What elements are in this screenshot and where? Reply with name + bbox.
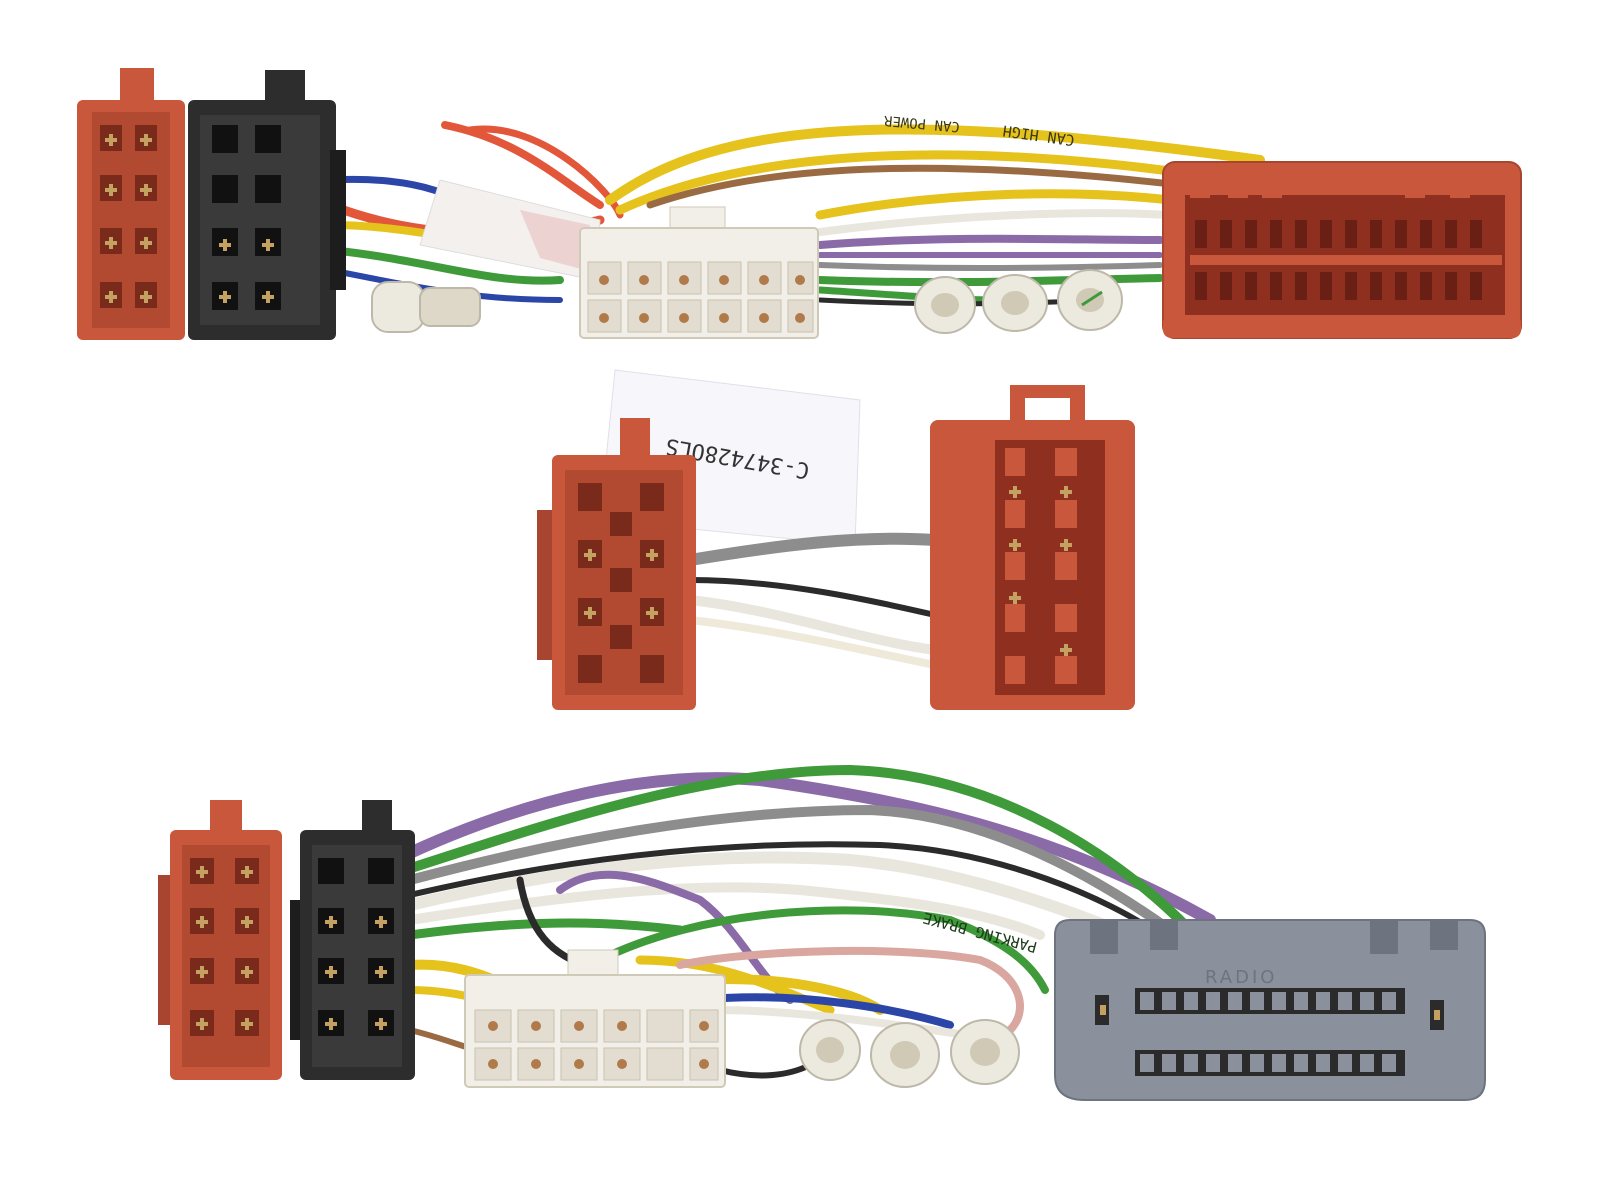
iso-connector-black-top	[188, 70, 346, 340]
connector-print-radio: RADIO	[1205, 967, 1277, 988]
wire-print-can-power: CAN POWER	[883, 112, 961, 135]
iso-connector-red-bottom	[158, 800, 282, 1080]
bullet-connector-top-left	[371, 281, 481, 333]
iso-connector-red-middle-right	[930, 385, 1135, 710]
white-12pin-connector-bottom	[464, 949, 726, 1088]
white-12pin-connector-top	[579, 206, 819, 339]
wire-print-can-high: CAN HIGH	[1002, 121, 1076, 149]
iso-connector-red-middle	[537, 418, 696, 710]
harness-top: CAN HIGH CAN POWER	[77, 68, 1522, 340]
antenna-bullets-bottom	[799, 1019, 1020, 1088]
harness-middle: C-347428OLS	[537, 369, 1135, 710]
iso-connector-red-top	[77, 68, 185, 340]
harness-bottom: PARKING BRAKE	[158, 764, 1486, 1101]
vehicle-connector-grey-bottom: RADIO	[1054, 919, 1486, 1101]
vehicle-connector-red-top	[1162, 161, 1522, 339]
antenna-bullets-top	[914, 269, 1123, 334]
iso-connector-black-bottom	[290, 800, 415, 1080]
